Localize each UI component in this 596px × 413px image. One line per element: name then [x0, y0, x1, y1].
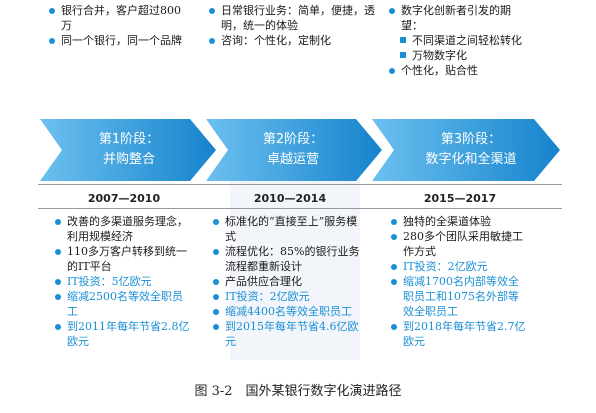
stage1-bottom-item: 110多万客户转移到统一的IT平台	[52, 244, 192, 274]
stage2-title: 第2阶段： 卓越运营	[228, 130, 358, 170]
stage1-top-item: 同一个银行，同一个品牌	[46, 33, 186, 48]
stage1-chevron	[40, 119, 216, 181]
stage1-title-line2: 并购整合	[102, 152, 155, 167]
stage3-bottom-item: 到2018年每年节省2.7亿欧元	[388, 319, 528, 349]
stage2-bottom-item: 流程优化：85%的银行业务流程都重新设计	[210, 244, 360, 274]
stage3-top-subitem: 万物数字化	[386, 48, 526, 63]
stage1-bottom-item: 改善的多渠道服务理念，利用规模经济	[52, 214, 192, 244]
stage2-bottom-item: 产品供应合理化	[210, 274, 360, 289]
stage1-bottom-panel: 改善的多渠道服务理念，利用规模经济 110多万客户转移到统一的IT平台 IT投资…	[52, 214, 192, 349]
stage3-top-panel: 数字化创新者引发的期望： 不同渠道之间轻松转化 万物数字化 个性化，贴合性	[386, 3, 526, 78]
stage3-bottom-panel: 独特的全渠道体验 280多个团队采用敏捷工作方式 IT投资：2亿欧元 缩减170…	[388, 214, 528, 349]
stage3-top-subitem: 不同渠道之间轻松转化	[386, 33, 526, 48]
stage2-title-line1: 第2阶段：	[262, 132, 324, 147]
stage3-title-line2: 数字化和全渠道	[425, 152, 517, 167]
stage3-top-item: 数字化创新者引发的期望：	[386, 3, 526, 33]
stage2-top-item: 咨询：个性化，定制化	[206, 33, 384, 48]
stage2-years: 2010—2014	[253, 192, 327, 205]
stage2-top-panel: 日常银行业务：简单，便捷，透明，统一的体验 咨询：个性化，定制化	[206, 3, 384, 48]
stage2-bottom-item: 标准化的“直接至上”服务模式	[210, 214, 360, 244]
stage2-bottom-item: IT投资：2亿欧元	[210, 289, 360, 304]
figure-caption: 图 3-2 国外某银行数字化演进路径	[194, 384, 402, 399]
stage3-bottom-item: 280多个团队采用敏捷工作方式	[388, 229, 528, 259]
stage3-bottom-item: 独特的全渠道体验	[388, 214, 528, 229]
stage1-title-line1: 第1阶段：	[98, 132, 160, 147]
stage2-chevron	[206, 119, 382, 181]
stage3-top-item: 个性化，贴合性	[386, 63, 526, 78]
stage3-title-line1: 第3阶段：	[440, 132, 502, 147]
year-rule-bottom	[38, 208, 562, 209]
stage2-bottom-panel: 标准化的“直接至上”服务模式 流程优化：85%的银行业务流程都重新设计 产品供应…	[210, 214, 360, 349]
stage2-bottom-item: 到2015年每年节省4.6亿欧元	[210, 319, 360, 349]
stage3-title: 第3阶段： 数字化和全渠道	[396, 130, 546, 170]
stage1-top-item: 银行合并，客户超过800万	[46, 3, 186, 33]
stage1-title: 第1阶段： 并购整合	[64, 130, 194, 170]
stage2-title-line2: 卓越运营	[266, 152, 319, 167]
stage1-top-panel: 银行合并，客户超过800万 同一个银行，同一个品牌	[46, 3, 186, 48]
stage2-top-item: 日常银行业务：简单，便捷，透明，统一的体验	[206, 3, 384, 33]
stage2-bottom-item: 缩减4400名等效全职员工	[210, 304, 360, 319]
stage1-years: 2007—2010	[87, 192, 161, 205]
stage1-bottom-item: 缩减2500名等效全职员工	[52, 289, 192, 319]
stage-chevron-banner	[40, 119, 560, 181]
stage3-chevron	[372, 119, 560, 181]
stage1-bottom-item: 到2011年每年节省2.8亿欧元	[52, 319, 192, 349]
stage1-bottom-item: IT投资：5亿欧元	[52, 274, 192, 289]
year-rule-top	[38, 184, 562, 185]
stage3-years: 2015—2017	[423, 192, 497, 205]
stage3-bottom-item: IT投资：2亿欧元	[388, 259, 528, 274]
stage3-bottom-item: 缩减1700名内部等效全职员工和1075名外部等效全职员工	[388, 274, 528, 319]
